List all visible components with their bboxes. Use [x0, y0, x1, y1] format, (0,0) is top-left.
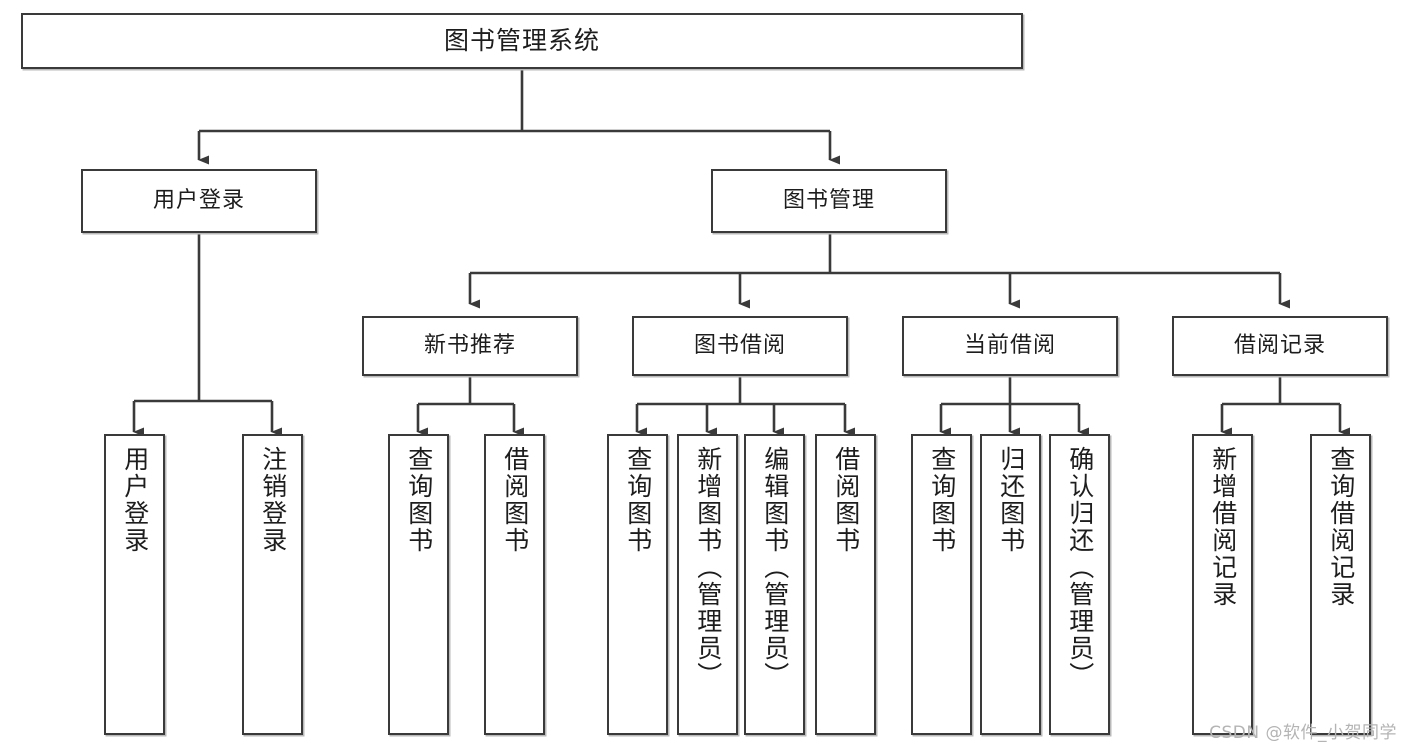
- node-root-label: 图书管理系统: [443, 26, 600, 56]
- leaf-borrow-book-recommend-label: 借阅图书: [500, 446, 530, 554]
- leaf-borrow-book-label: 借阅图书: [831, 446, 861, 554]
- leaf-confirm-return-admin[interactable]: 确认归还（管理员）: [1049, 434, 1110, 735]
- leaf-add-borrow-record[interactable]: 新增借阅记录: [1192, 434, 1253, 735]
- leaf-edit-book-admin[interactable]: 编辑图书（管理员）: [744, 434, 805, 735]
- leaf-query-borrow-record[interactable]: 查询借阅记录: [1310, 434, 1371, 735]
- node-root[interactable]: 图书管理系统: [21, 13, 1023, 69]
- leaf-add-book-admin-label: 新增图书（管理员）: [693, 446, 723, 689]
- node-book-management-label: 图书管理: [782, 188, 875, 214]
- leaf-confirm-return-admin-label: 确认归还（管理员）: [1065, 446, 1095, 689]
- leaf-borrow-book-recommend[interactable]: 借阅图书: [484, 434, 545, 735]
- csdn-watermark: CSDN @软件_小贺同学: [1209, 723, 1397, 743]
- node-borrow-record[interactable]: 借阅记录: [1172, 316, 1388, 376]
- node-current-borrow[interactable]: 当前借阅: [902, 316, 1118, 376]
- leaf-query-book-borrow[interactable]: 查询图书: [607, 434, 668, 735]
- leaf-user-login-label: 用户登录: [120, 446, 150, 554]
- node-user-login-label: 用户登录: [152, 188, 245, 214]
- leaf-query-book-borrow-label: 查询图书: [623, 446, 653, 554]
- node-user-login[interactable]: 用户登录: [81, 169, 317, 233]
- leaf-return-book-label: 归还图书: [996, 446, 1026, 554]
- leaf-add-borrow-record-label: 新增借阅记录: [1208, 446, 1238, 608]
- leaf-query-book-recommend[interactable]: 查询图书: [388, 434, 449, 735]
- leaf-add-book-admin[interactable]: 新增图书（管理员）: [677, 434, 738, 735]
- leaf-query-book-current-label: 查询图书: [927, 446, 957, 554]
- leaf-query-book-recommend-label: 查询图书: [404, 446, 434, 554]
- leaf-return-book[interactable]: 归还图书: [980, 434, 1041, 735]
- leaf-query-borrow-record-label: 查询借阅记录: [1326, 446, 1356, 608]
- node-book-borrow[interactable]: 图书借阅: [632, 316, 848, 376]
- leaf-logout[interactable]: 注销登录: [242, 434, 303, 735]
- leaf-query-book-current[interactable]: 查询图书: [911, 434, 972, 735]
- node-new-book-recommend[interactable]: 新书推荐: [362, 316, 578, 376]
- node-new-book-recommend-label: 新书推荐: [423, 333, 516, 359]
- node-book-borrow-label: 图书借阅: [693, 333, 786, 359]
- leaf-borrow-book[interactable]: 借阅图书: [815, 434, 876, 735]
- node-book-management[interactable]: 图书管理: [711, 169, 947, 233]
- node-current-borrow-label: 当前借阅: [963, 333, 1056, 359]
- node-borrow-record-label: 借阅记录: [1233, 333, 1326, 359]
- leaf-logout-label: 注销登录: [258, 446, 288, 554]
- leaf-edit-book-admin-label: 编辑图书（管理员）: [760, 446, 790, 689]
- leaf-user-login[interactable]: 用户登录: [104, 434, 165, 735]
